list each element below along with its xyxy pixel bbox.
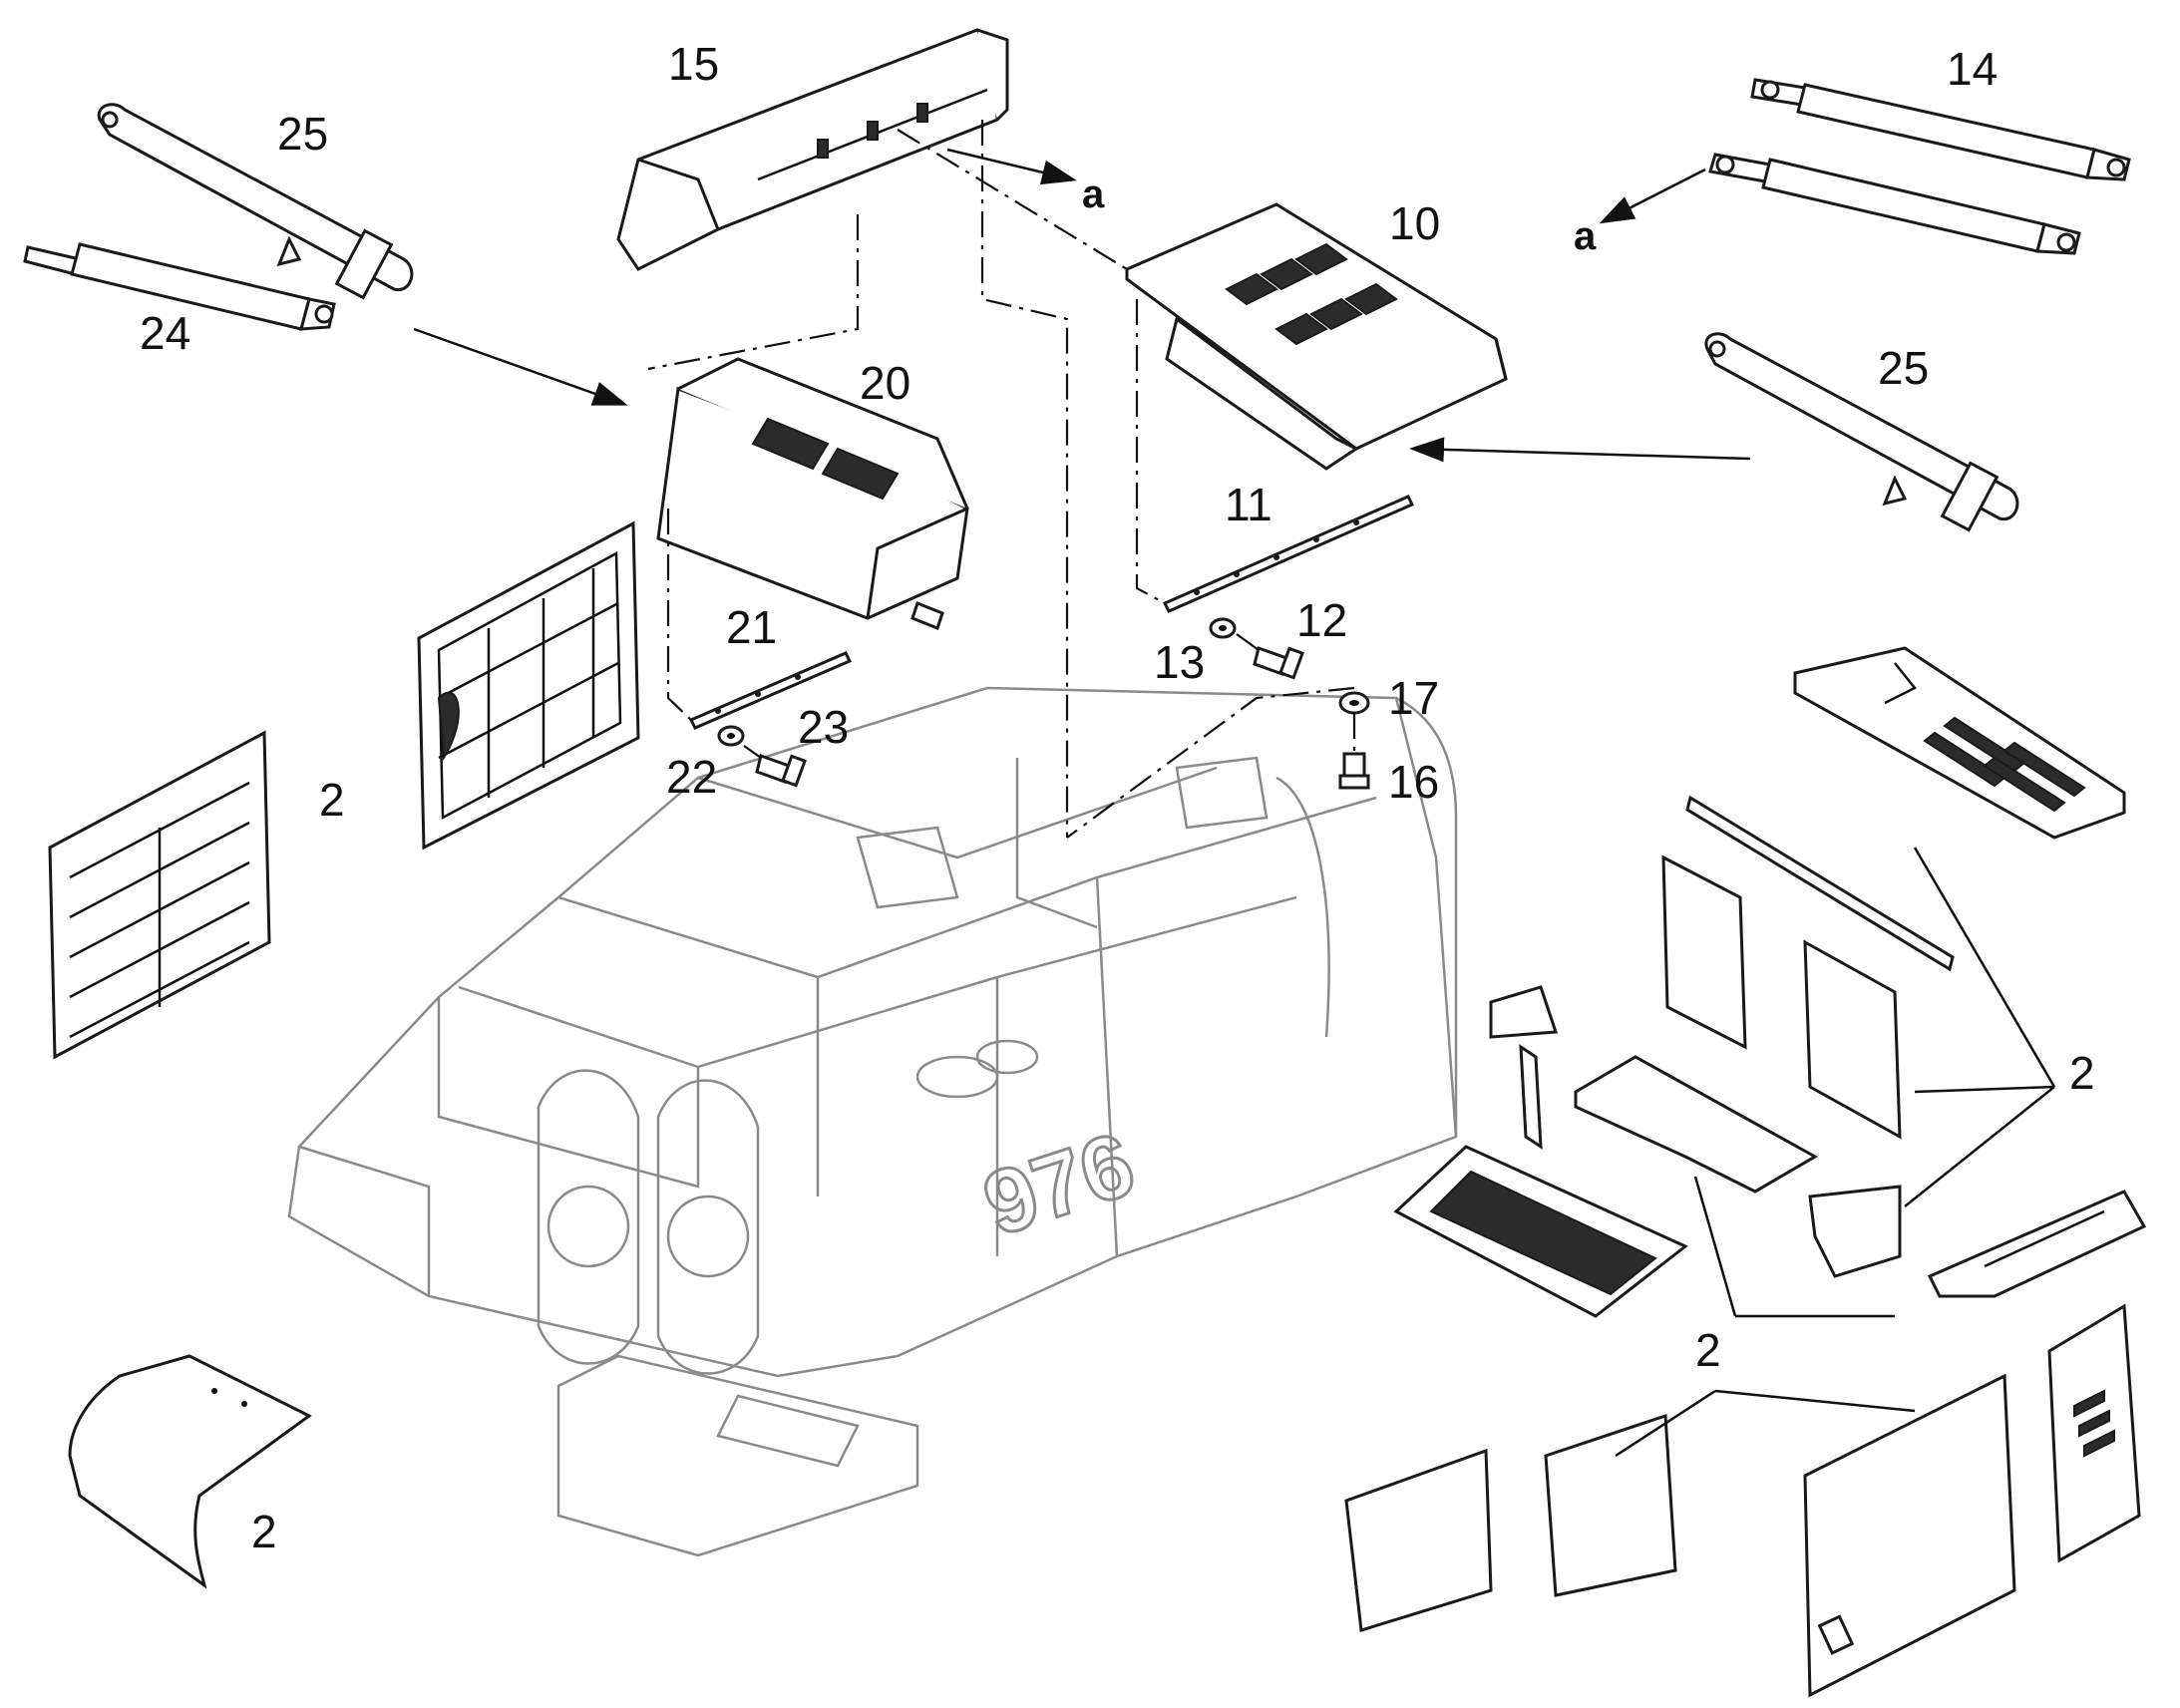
part-17-washer [1338, 691, 1370, 715]
part-11-strip [1162, 495, 1415, 613]
assembly-lines [647, 120, 1356, 839]
callout-12: 12 [1296, 594, 1347, 646]
machine-frame: 976 [287, 686, 1458, 1557]
part-2-bottom-left-cover [68, 1354, 312, 1589]
part-2-grille-upper [417, 520, 640, 851]
part-13-washer [1209, 617, 1237, 639]
arrow-label-a-right: a [1574, 214, 1597, 258]
leaders-part-2-right [1615, 847, 2056, 1458]
callout-21: 21 [726, 601, 777, 653]
part-2-grille-lower [48, 730, 271, 1060]
leader-24-to-20 [413, 327, 628, 406]
arrow-label-a-left: a [1082, 172, 1105, 216]
part-15-top-hood [616, 28, 1009, 271]
callout-2-right-lower: 2 [1695, 1324, 1721, 1376]
part-14-right-gas-struts [1708, 78, 2131, 255]
part-25-right-hinge-bar [1704, 332, 2019, 532]
callout-16: 16 [1388, 756, 1439, 808]
leader-25-to-10 [1409, 437, 1751, 463]
part-21-strip [688, 651, 853, 730]
part-22-washer [717, 725, 745, 747]
callout-25-left: 25 [277, 108, 328, 160]
callout-2-right-upper: 2 [2069, 1047, 2095, 1099]
callout-11: 11 [1225, 479, 1272, 530]
part-12-bolt [1253, 646, 1304, 680]
callout-14: 14 [1947, 43, 1998, 95]
callout-24: 24 [140, 307, 190, 359]
part-2-right-panels [1344, 646, 2147, 1698]
callout-23: 23 [798, 701, 849, 753]
part-20-front-hood [656, 357, 969, 630]
part-25-left-hinge-bar [97, 103, 414, 300]
callout-25-right: 25 [1878, 342, 1929, 394]
callout-22: 22 [666, 751, 717, 803]
part-24-left-gas-strut [23, 242, 336, 331]
part-23-bolt [755, 754, 807, 788]
callout-20: 20 [860, 357, 910, 409]
part-16-bolt [1338, 752, 1370, 790]
callout-10: 10 [1389, 197, 1440, 249]
callout-15: 15 [668, 38, 719, 90]
callout-17: 17 [1388, 672, 1439, 724]
callout-2-bottom-left: 2 [251, 1506, 277, 1557]
part-10-right-cover [1125, 202, 1508, 471]
leader-a-right [1599, 168, 1706, 224]
leader-a-left [946, 148, 1077, 185]
callout-2-left-grille: 2 [319, 774, 345, 826]
callout-13: 13 [1154, 636, 1205, 688]
